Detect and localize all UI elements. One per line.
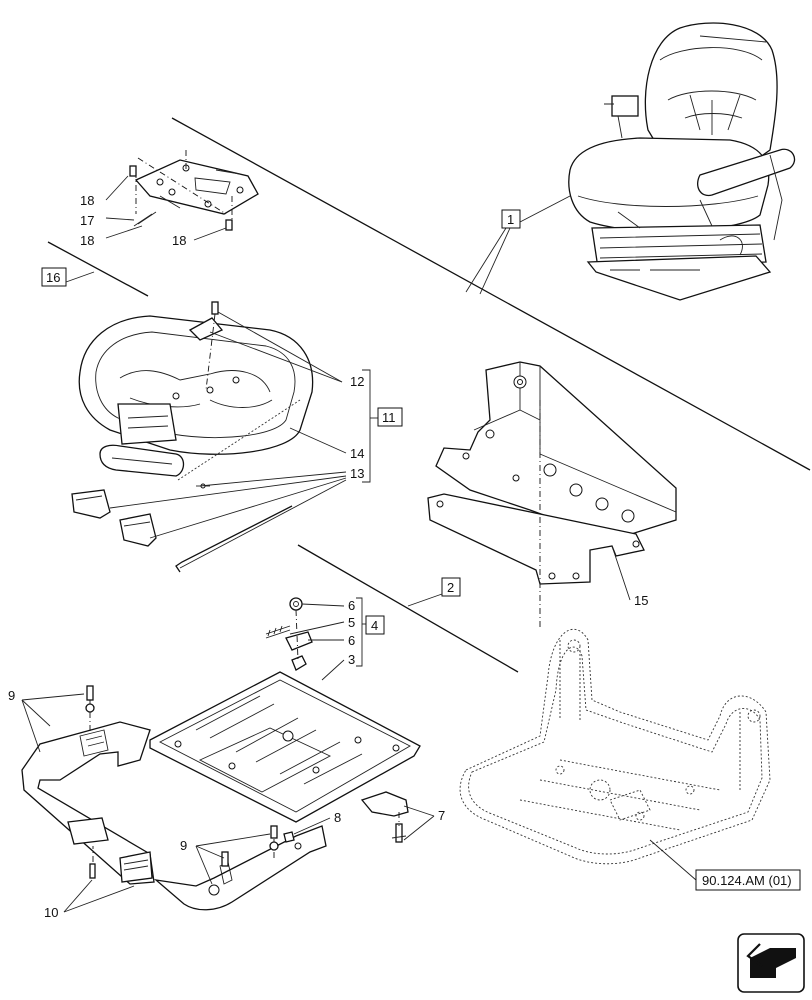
leader-12b: [209, 331, 343, 383]
group-bracket-4: [356, 597, 363, 667]
callout-8: 8: [334, 810, 341, 825]
callout-14: 14: [350, 446, 364, 461]
callout-11: 11: [382, 410, 396, 425]
plate-assembly-17: [129, 150, 259, 231]
leader-2: [407, 593, 443, 607]
base-bracket-15: [427, 361, 677, 630]
callout-4: 4: [371, 618, 378, 633]
leader-13b: [109, 475, 347, 509]
callout-box-1: [501, 209, 521, 229]
leader-13a: [199, 471, 347, 487]
right-trim: [153, 825, 327, 911]
leader-15: [611, 545, 631, 601]
leader-13d: [179, 479, 347, 569]
leader-16: [65, 271, 95, 283]
leader-1-right: [519, 195, 571, 223]
callout-box-11: [377, 407, 403, 427]
callout-18: 18: [80, 233, 94, 248]
leader-1-left: [465, 227, 507, 293]
leader-9f: [195, 845, 213, 885]
callout-9: 9: [8, 688, 15, 703]
leader-8: [293, 817, 331, 835]
leader-7b: [403, 815, 435, 841]
callout-5: 5: [348, 615, 355, 630]
left-trim-10: [21, 685, 155, 885]
leader-9c: [21, 699, 41, 753]
leader-6a: [301, 603, 345, 607]
leader-10b: [63, 885, 135, 913]
callout-9: 9: [180, 838, 187, 853]
leader-18c: [193, 227, 227, 241]
leader-12a: [217, 311, 343, 383]
callout-18: 18: [80, 193, 94, 208]
seat-assembly: [568, 22, 796, 301]
leader-10a: [63, 879, 93, 913]
seat-pan-assembly-11: [71, 301, 314, 573]
leader-9b: [21, 699, 51, 727]
callout-17: 17: [80, 213, 94, 228]
callout-6: 6: [348, 633, 355, 648]
callout-box-2: [441, 577, 461, 597]
callout-15: 15: [634, 593, 648, 608]
leader-17: [105, 217, 135, 221]
callout-box-16: [41, 267, 67, 287]
callout-box-4: [365, 615, 385, 635]
leader-7a: [403, 805, 435, 817]
leader-14: [289, 427, 347, 454]
leader-5: [289, 621, 345, 635]
callout-16: 16: [46, 270, 60, 285]
tray-plate-3: [149, 671, 421, 823]
leader-1-mid: [479, 227, 511, 295]
leader-18a: [105, 175, 129, 201]
hardware-group-4: [265, 597, 313, 671]
callout-1: 1: [507, 212, 514, 227]
leader-13c: [149, 477, 347, 539]
leader-9a: [21, 693, 85, 701]
clip-7: [360, 791, 409, 843]
callout-10: 10: [44, 905, 58, 920]
callout-3: 3: [348, 652, 355, 667]
callout-6: 6: [348, 598, 355, 613]
callout-2: 2: [447, 580, 454, 595]
divider-line-left: [47, 241, 149, 297]
divider-line-middle: [297, 544, 519, 673]
arrow-left-icon[interactable]: [737, 933, 805, 993]
reference-box: [695, 869, 801, 891]
callout-18: 18: [172, 233, 186, 248]
leader-3: [321, 659, 345, 681]
leader-9d: [195, 833, 271, 847]
group-bracket-11: [362, 369, 371, 483]
callout-12: 12: [350, 374, 364, 389]
leader-9e: [195, 845, 225, 859]
leader-18b: [105, 225, 143, 239]
callout-7: 7: [438, 808, 445, 823]
callout-13: 13: [350, 466, 364, 481]
divider-line-top: [171, 117, 811, 471]
reference-label: 90.124.AM (01): [702, 873, 792, 888]
leader-reference: [649, 839, 697, 881]
referenced-seat-frame: [459, 628, 771, 865]
